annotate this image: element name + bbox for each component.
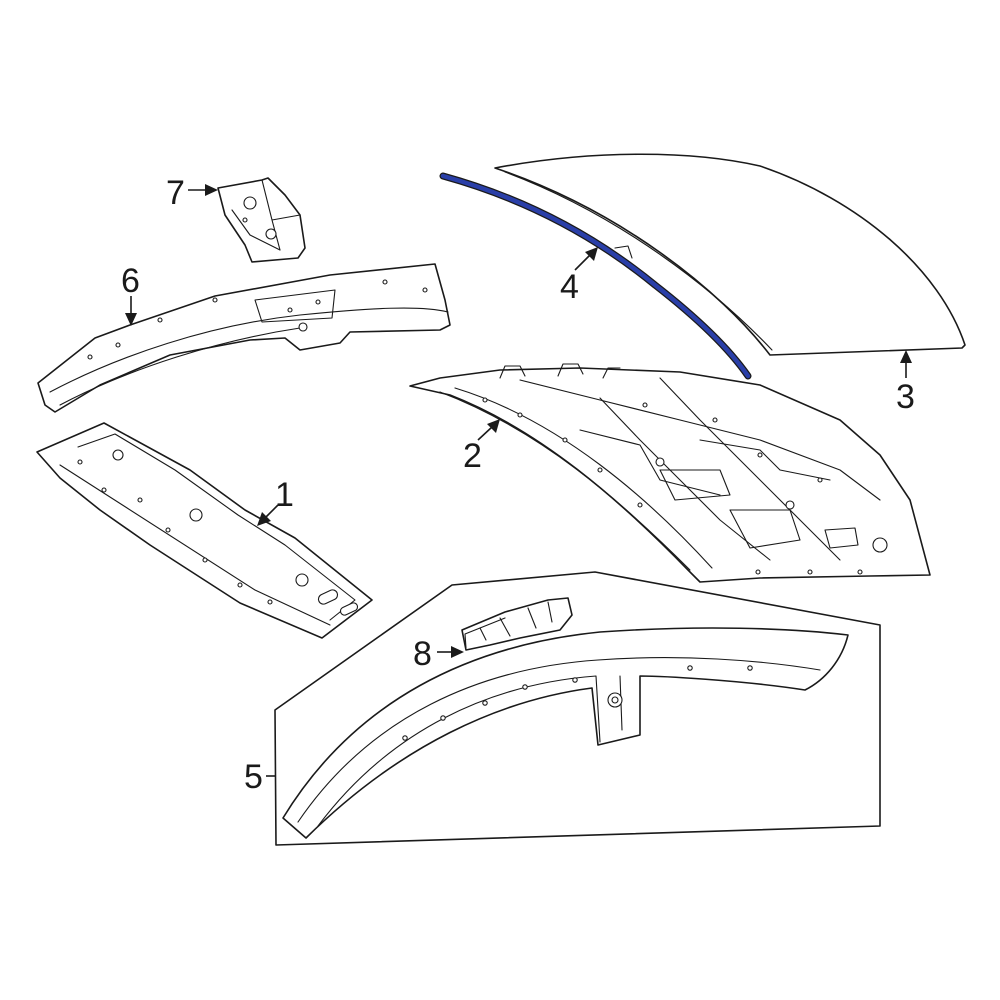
part-5-inset-box bbox=[274, 571, 881, 846]
part-2-roof-inner-panel bbox=[409, 363, 931, 583]
callout-2: 2 bbox=[463, 437, 482, 475]
callout-3: 3 bbox=[896, 378, 915, 416]
part-3-roof-panel bbox=[494, 153, 966, 356]
callout-1: 1 bbox=[275, 476, 294, 514]
callout-6: 6 bbox=[121, 262, 140, 300]
part-8-bracket bbox=[461, 597, 573, 651]
part-7-reinforcement bbox=[217, 177, 306, 263]
part-5-side-rail bbox=[282, 627, 849, 839]
callout-4: 4 bbox=[560, 268, 579, 306]
callout-5: 5 bbox=[244, 758, 263, 796]
part-6-header-rail bbox=[37, 263, 451, 413]
leader-lines bbox=[125, 184, 912, 777]
part-4-weatherstrip bbox=[439, 172, 752, 380]
callout-8: 8 bbox=[413, 635, 432, 673]
callout-7: 7 bbox=[166, 174, 185, 212]
part-1-roof-bow bbox=[36, 422, 373, 639]
